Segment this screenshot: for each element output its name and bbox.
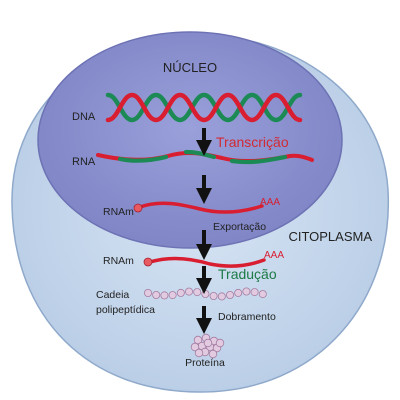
mrna-cytoplasm-label: RNAm xyxy=(103,255,134,267)
mrna-nucleus xyxy=(133,201,264,214)
dna-helix xyxy=(105,92,303,123)
polypeptide-chain-label-line2: polipeptídica xyxy=(96,304,155,316)
dna-label: DNA xyxy=(72,111,96,123)
amino-acid-bead xyxy=(201,289,210,298)
amino-acid-bead xyxy=(258,290,267,299)
dna-strand-red xyxy=(105,92,303,123)
amino-acid-bead xyxy=(184,287,193,296)
amino-acid-bead xyxy=(250,288,259,297)
protein-bead xyxy=(208,349,218,359)
mrna-strand xyxy=(138,201,264,214)
polypeptide-chain-label-line1: Cadeia xyxy=(96,289,129,301)
amino-acid-bead xyxy=(225,290,234,299)
amino-acid-bead xyxy=(176,288,185,297)
amino-acid-bead xyxy=(242,287,251,296)
nucleus-label: NÚCLEO xyxy=(163,60,217,75)
amino-acid-bead xyxy=(168,291,177,300)
cytoplasm-label: CITOPLASMA xyxy=(288,229,372,244)
step-folding: Dobramento xyxy=(218,311,276,323)
protein-cluster xyxy=(190,333,225,359)
mrna-cap-cytoplasm xyxy=(143,257,153,267)
protein-label: Proteína xyxy=(185,357,225,369)
mrna-cytoplasm xyxy=(143,256,266,268)
protein-bead xyxy=(203,338,213,348)
protein-bead xyxy=(193,335,203,345)
amino-acid-bead xyxy=(152,290,161,299)
rna-label: RNA xyxy=(72,156,96,168)
poly-a-cytoplasm-label: AAA xyxy=(264,250,284,261)
mrna-nucleus-label: RNAm xyxy=(103,206,134,218)
amino-acid-bead xyxy=(193,288,202,297)
amino-acid-bead xyxy=(217,292,226,301)
rna-segment-green-1 xyxy=(117,154,169,163)
amino-acid-bead xyxy=(143,288,152,297)
rna-segment-green-3 xyxy=(229,154,288,165)
protein-bead xyxy=(215,338,225,348)
mrna-cap xyxy=(133,203,143,213)
dna-strand-green xyxy=(105,92,303,123)
step-translation: Tradução xyxy=(218,266,277,282)
poly-a-nucleus-label: AAA xyxy=(260,197,280,208)
step-export: Exportação xyxy=(213,221,266,233)
protein-bead xyxy=(194,348,204,358)
amino-acid-bead xyxy=(209,291,218,300)
mrna-strand-cytoplasm xyxy=(148,256,266,268)
amino-acid-bead xyxy=(160,291,169,300)
step-transcription: Transcrição xyxy=(216,134,289,150)
nucleus xyxy=(37,31,343,249)
protein-bead xyxy=(190,342,200,352)
amino-acid-bead xyxy=(234,288,243,297)
